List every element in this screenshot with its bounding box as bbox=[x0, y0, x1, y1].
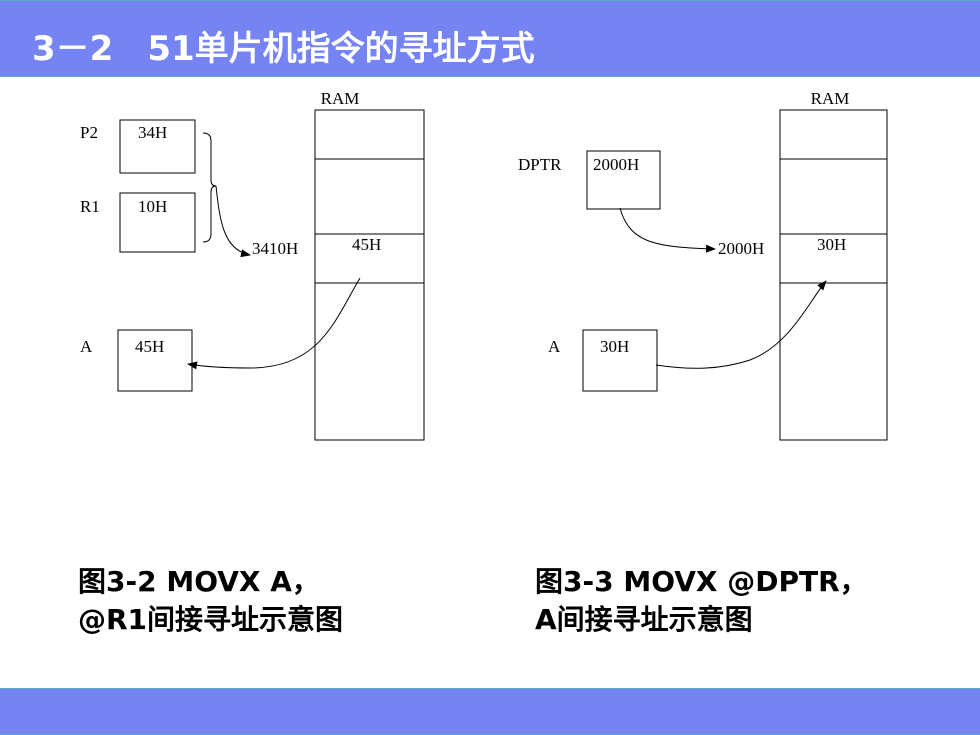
caption-right-line2: A间接寻址示意图 bbox=[535, 603, 753, 636]
a-label-right: A bbox=[548, 337, 561, 356]
footer-bar bbox=[0, 688, 980, 735]
ram-label-left: RAM bbox=[321, 89, 360, 108]
p2-value: 34H bbox=[138, 123, 167, 142]
ram-cell-value-right: 30H bbox=[817, 235, 846, 254]
caption-right-line1: 图3-3 MOVX @DPTR， bbox=[535, 565, 868, 598]
data-flow-arrow-left bbox=[187, 277, 361, 370]
slide-title: 3－2 51单片机指令的寻址方式 bbox=[32, 29, 535, 69]
ram-block-left bbox=[314, 109, 425, 441]
caption-left: 图3-2 MOVX A， @R1间接寻址示意图 bbox=[78, 563, 343, 639]
ram-block-right bbox=[779, 109, 888, 441]
caption-left-line1: 图3-2 MOVX A， bbox=[78, 565, 320, 598]
arrow-to-address-right bbox=[619, 207, 716, 253]
dptr-value: 2000H bbox=[593, 155, 639, 174]
arrow-to-address bbox=[215, 185, 251, 258]
combine-brace bbox=[202, 132, 217, 243]
p2-register-box bbox=[119, 119, 196, 174]
r1-register-box bbox=[119, 192, 196, 253]
r1-label: R1 bbox=[80, 197, 100, 216]
address-label-right: 2000H bbox=[718, 239, 764, 258]
address-label-left: 3410H bbox=[252, 239, 298, 258]
a-register-box-right bbox=[582, 329, 658, 392]
a-value-left: 45H bbox=[135, 337, 164, 356]
caption-right: 图3-3 MOVX @DPTR， A间接寻址示意图 bbox=[535, 563, 868, 639]
dptr-register-box bbox=[586, 150, 661, 210]
ram-label-right: RAM bbox=[811, 89, 850, 108]
caption-left-line2: @R1间接寻址示意图 bbox=[78, 603, 344, 636]
r1-value: 10H bbox=[138, 197, 167, 216]
a-label-left: A bbox=[80, 337, 93, 356]
figure-3-2: RAM 45H 3410H P2 34H R1 10H A 45H bbox=[80, 89, 425, 441]
a-value-right: 30H bbox=[600, 337, 629, 356]
data-flow-arrow-right bbox=[655, 280, 827, 369]
figure-3-3: RAM 30H 2000H DPTR 2000H A 30H bbox=[518, 89, 888, 441]
dptr-label: DPTR bbox=[518, 155, 562, 174]
ram-cell-value-left: 45H bbox=[352, 235, 381, 254]
title-bar: 3－2 51单片机指令的寻址方式 bbox=[0, 0, 980, 77]
a-register-box-left bbox=[117, 329, 193, 392]
p2-label: P2 bbox=[80, 123, 98, 142]
